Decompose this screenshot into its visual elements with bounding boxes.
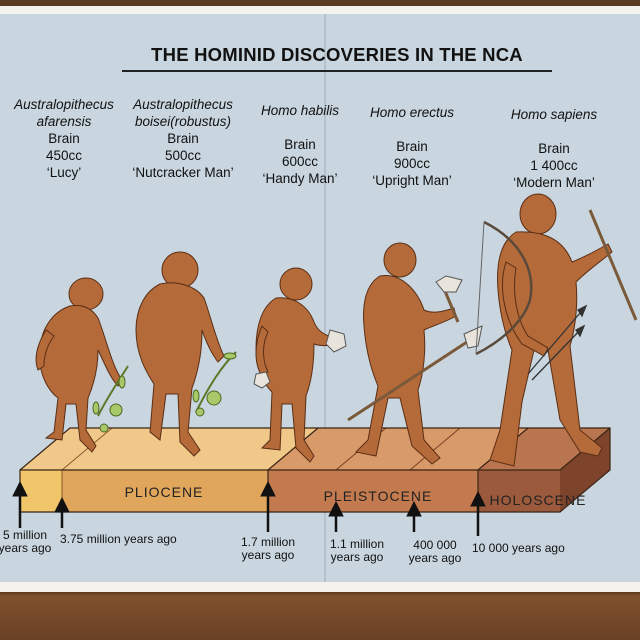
figure-afarensis bbox=[35, 277, 123, 453]
label-3-75-million: 3.75 million years ago bbox=[60, 532, 177, 546]
spear-tip-erectus bbox=[463, 325, 483, 349]
arrows-held-sapiens bbox=[527, 304, 588, 381]
nickname: ‘Modern Man’ bbox=[513, 175, 595, 190]
figure-boisei bbox=[135, 251, 225, 457]
nickname: ‘Lucy’ bbox=[46, 165, 82, 180]
early-pliocene-front bbox=[20, 470, 62, 512]
brain-size: 450cc bbox=[45, 148, 83, 163]
nickname: ‘Nutcracker Man’ bbox=[132, 165, 234, 180]
branch-afarensis bbox=[97, 365, 129, 417]
brain-size: 1 400cc bbox=[530, 158, 578, 173]
bow-sapiens bbox=[475, 220, 533, 356]
species-name: Homo erectus bbox=[369, 105, 455, 120]
spear-erectus bbox=[347, 338, 471, 422]
spear-sapiens bbox=[588, 209, 638, 321]
figure-erectus bbox=[354, 242, 457, 465]
species-boisei: Australopithecus boisei(robustus) Brain … bbox=[122, 96, 244, 181]
nickname: ‘Handy Man’ bbox=[262, 171, 338, 186]
arrow-400000 bbox=[406, 500, 422, 532]
species-name: Homo habilis bbox=[260, 103, 340, 118]
brain-label: Brain bbox=[396, 139, 428, 154]
species-erectus: Homo erectus Brain 900cc ‘Upright Man’ bbox=[356, 104, 468, 189]
species-name: boisei(robustus) bbox=[134, 114, 232, 129]
brain-label: Brain bbox=[48, 131, 80, 146]
stone-tool-habilis-2 bbox=[253, 371, 271, 389]
fruit-boisei bbox=[192, 352, 237, 417]
figure-habilis bbox=[255, 267, 337, 463]
bowstring-sapiens bbox=[475, 221, 485, 355]
arrow-3-75-million bbox=[54, 496, 70, 528]
species-name: Homo sapiens bbox=[510, 107, 598, 122]
timeline-blocks: PLIOCENE PLEISTOCENE HOLOSCENE bbox=[19, 427, 611, 513]
species-sapiens: Homo sapiens Brain 1 400cc ‘Modern Man’ bbox=[494, 106, 614, 191]
pliocene-front bbox=[20, 470, 268, 512]
brain-size: 900cc bbox=[393, 156, 431, 171]
figure-sapiens bbox=[489, 193, 613, 467]
hand-axe-erectus bbox=[435, 275, 463, 293]
pliocene-top bbox=[20, 428, 318, 470]
brain-label: Brain bbox=[538, 141, 570, 156]
era-holocene: HOLOSCENE bbox=[490, 492, 587, 508]
arrow-10000 bbox=[470, 490, 486, 536]
arrow-5-million bbox=[12, 480, 28, 528]
panel-seam bbox=[324, 14, 326, 582]
species-habilis: Homo habilis Brain 600cc ‘Handy Man’ bbox=[248, 102, 352, 187]
pleistocene-front bbox=[268, 470, 478, 512]
holocene-front bbox=[478, 470, 560, 512]
sign-title: THE HOMINID DISCOVERIES IN THE NCA bbox=[151, 44, 523, 65]
pleistocene-top bbox=[268, 428, 528, 470]
era-pleistocene: PLEISTOCENE bbox=[324, 488, 433, 504]
stone-tool-habilis bbox=[325, 329, 347, 353]
title-underline bbox=[122, 70, 552, 72]
species-name: Australopithecus bbox=[133, 97, 233, 112]
arrow-1-7-million bbox=[260, 480, 276, 532]
label-10000: 10 000 years ago bbox=[472, 541, 565, 555]
wooden-ledge bbox=[0, 585, 640, 640]
species-afarensis: Australopithecus afarensis Brain 450cc ‘… bbox=[2, 96, 126, 181]
timeline-arrows bbox=[12, 480, 486, 536]
brain-size: 600cc bbox=[281, 154, 319, 169]
brain-size: 500cc bbox=[164, 148, 202, 163]
species-name: afarensis bbox=[36, 114, 92, 129]
era-pliocene: PLIOCENE bbox=[125, 484, 204, 500]
species-name: Australopithecus bbox=[14, 97, 114, 112]
fruit-afarensis bbox=[92, 375, 126, 433]
brain-label: Brain bbox=[284, 137, 316, 152]
nickname: ‘Upright Man’ bbox=[372, 173, 452, 188]
brain-label: Brain bbox=[167, 131, 199, 146]
arrow-1-1-million bbox=[328, 500, 344, 532]
